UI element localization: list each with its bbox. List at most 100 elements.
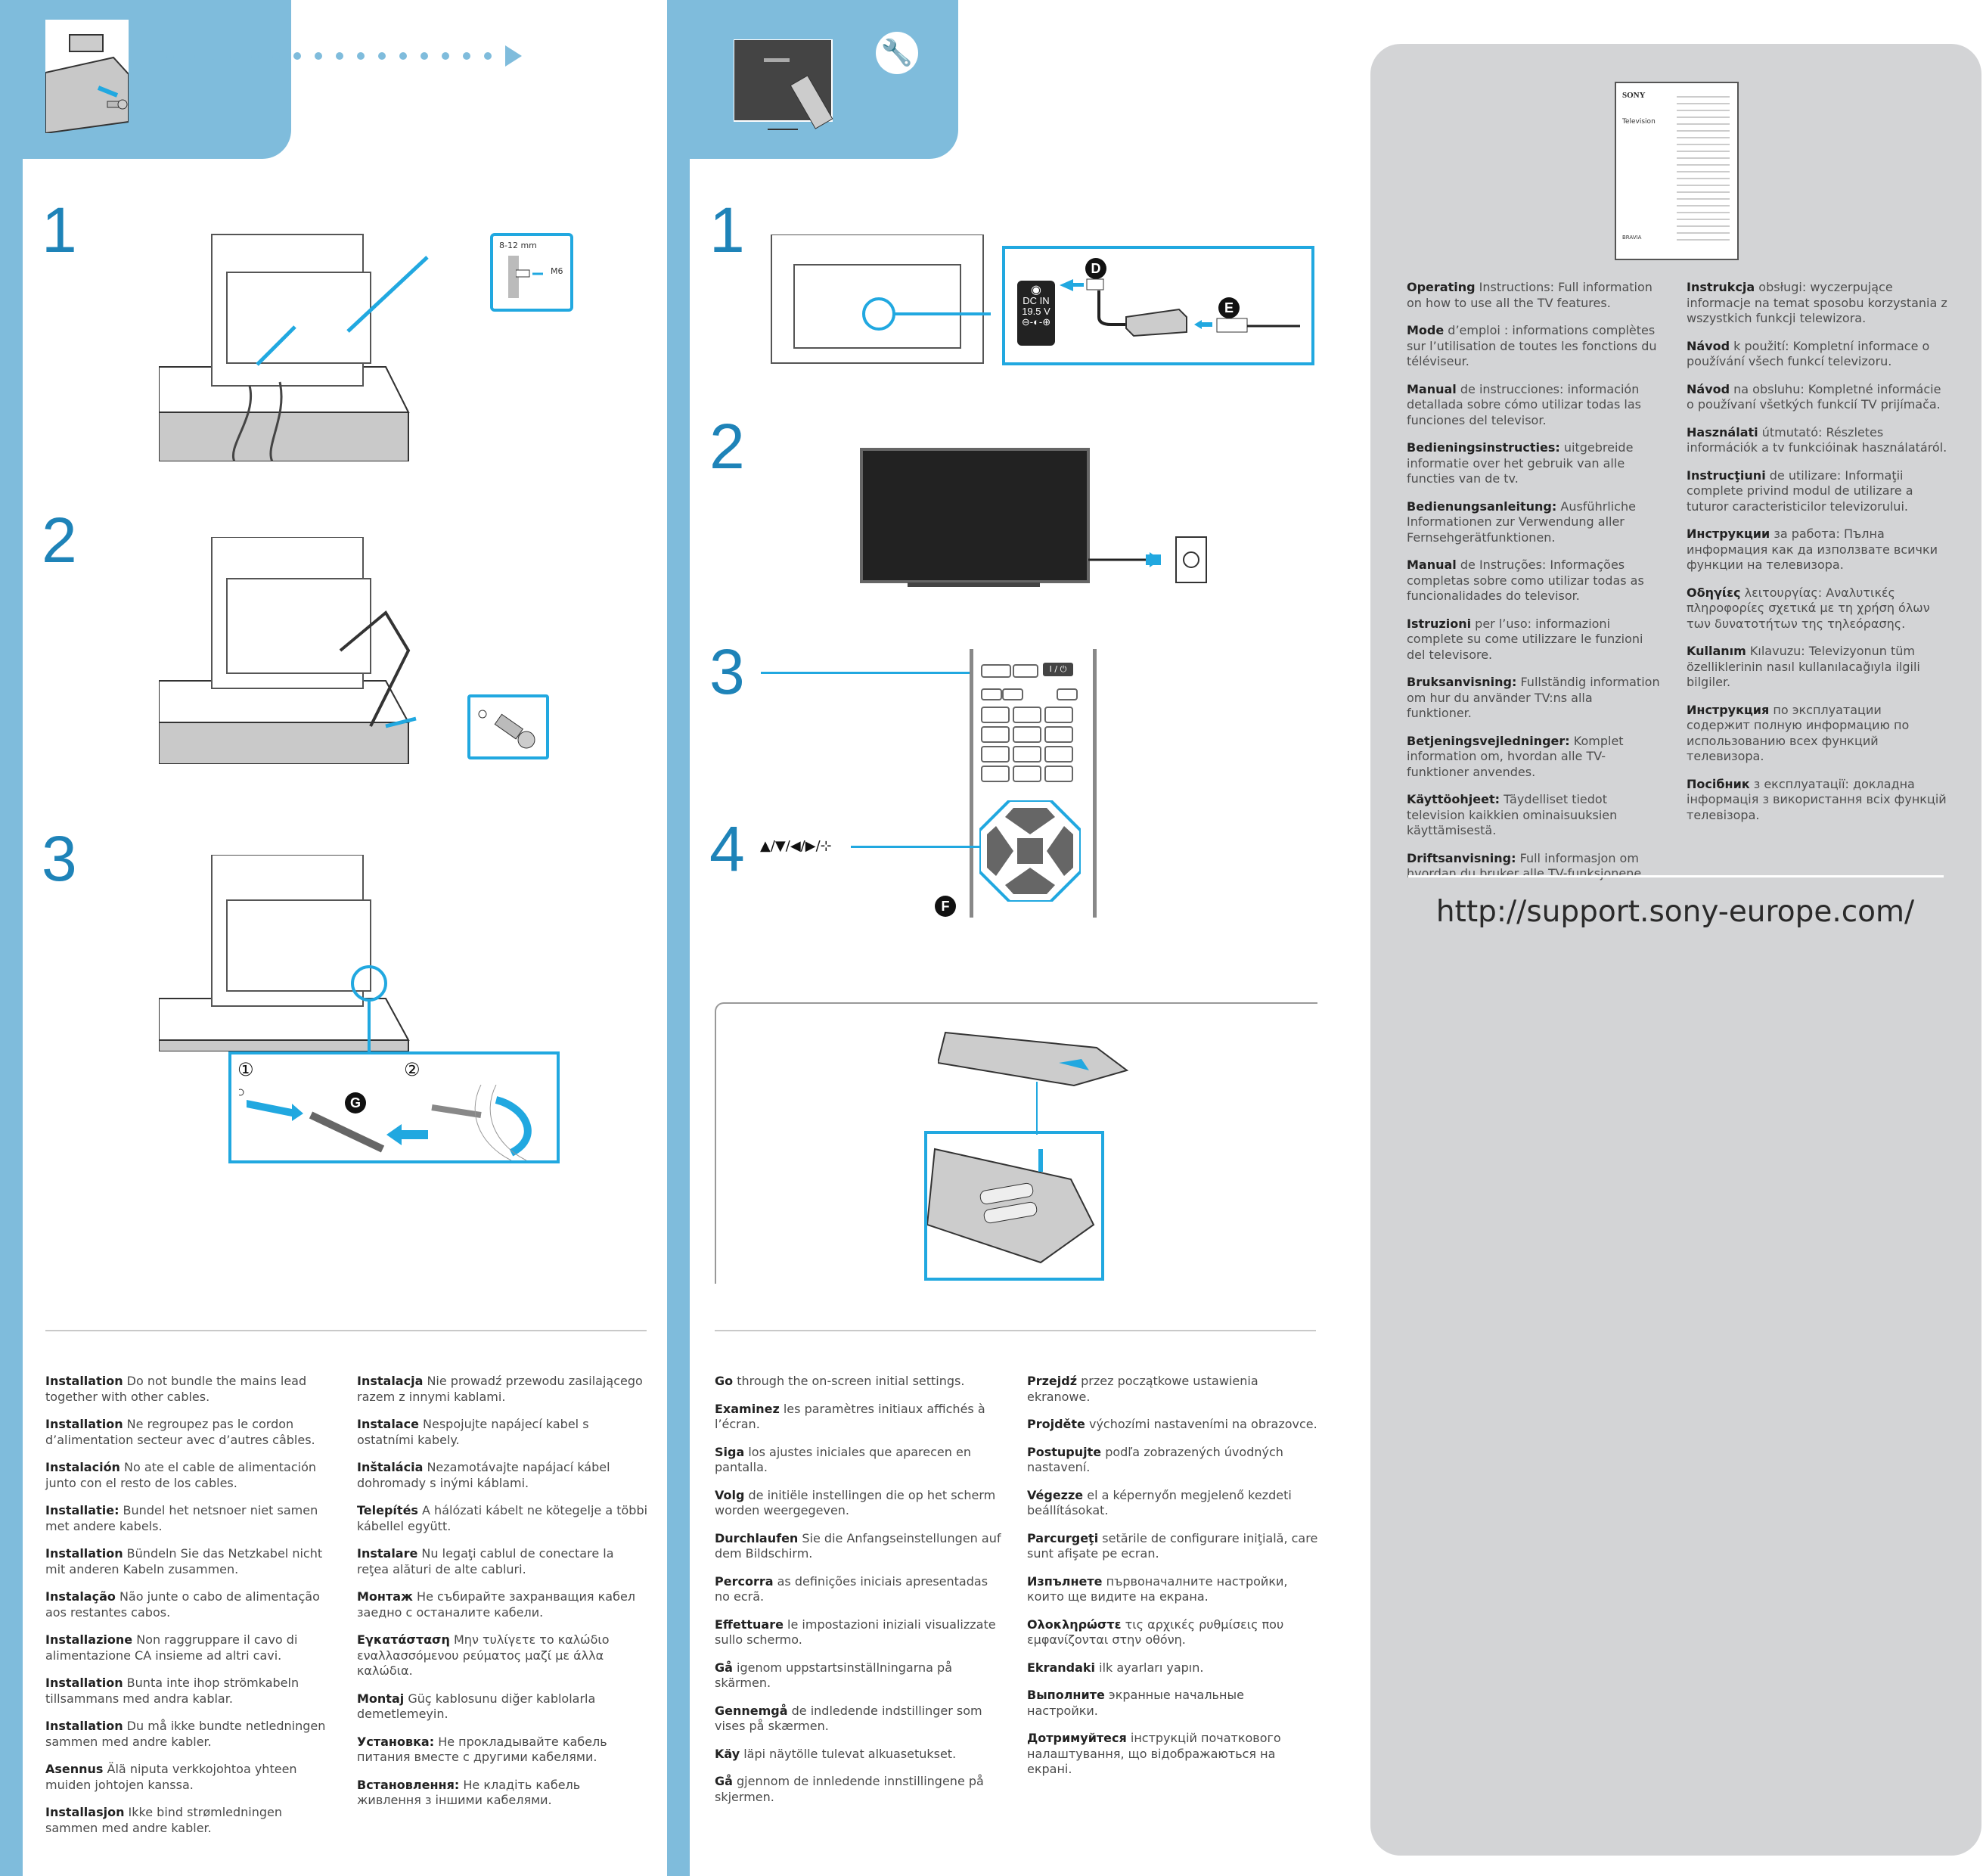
note-text: Bunta inte ihop strömkabeln tillsammans … [45,1676,299,1706]
remote-button [981,707,1010,723]
note-paragraph: Installation Du må ikke bundte netlednin… [45,1719,337,1750]
note-text: les paramètres initiaux affichés à l’écr… [715,1401,985,1432]
note-paragraph: Ολοκληρώστε τις αρχικές ρυθμίσεις που εμ… [1027,1617,1318,1648]
note-text: igenom uppstartsinställningarna på skärm… [715,1660,952,1691]
note-text: інструкцій початкового налаштування, що … [1027,1731,1281,1776]
power-button: I / ⏻ [1043,663,1073,676]
note-heading: Durchlaufen [715,1530,799,1545]
remote-button [1057,688,1078,700]
cable-clip-callout-box: ① ② G [228,1051,560,1163]
note-paragraph: Встановлення: Не кладіть кабель живлення… [357,1778,648,1809]
install-notes-col1: Installation Do not bundle the mains lea… [45,1374,337,1848]
battery-icon [926,1148,1095,1264]
note-paragraph: Használati útmutató: Részletes informáci… [1687,425,1947,456]
note-text: przez początkowe ustawienia ekranowe. [1027,1374,1258,1404]
note-text: de instrucciones: información detallada … [1407,381,1641,427]
note-heading: Inštalácia [357,1460,424,1474]
note-heading: Изпълнете [1027,1573,1103,1589]
step-number: 4 [709,813,745,884]
remote-button [1013,766,1041,782]
note-paragraph: Instalace Nespojujte napájecí kabel s os… [357,1417,648,1448]
dpad-icon [979,800,1081,902]
note-heading: Gå [715,1774,733,1788]
note-paragraph: Návod k použití: Kompletní informace o p… [1687,339,1947,370]
remote-button [981,726,1010,743]
note-paragraph: Instalare Nu legaţi cablul de conectare … [357,1546,648,1577]
note-heading: Installasjon [45,1805,125,1819]
note-heading: Installation [45,1719,123,1733]
note-paragraph: Посібник з експлуатації: докладна інформ… [1687,777,1947,824]
section-divider [45,1330,647,1331]
screw-size-label: M6 [551,266,563,276]
note-heading: Монтаж [357,1589,413,1604]
note-paragraph: Bedieningsinstructies: uitgebreide infor… [1407,440,1660,487]
note-text: výchozími nastaveními na obrazovce. [1085,1417,1317,1431]
note-paragraph: Εγκατάσταση Μην τυλίγετε το καλώδιο εναλ… [357,1632,648,1679]
note-heading: Installation [45,1374,123,1388]
battery-section-frame [715,1002,1317,1284]
screw-icon [478,710,535,749]
note-text: Nu legaţi cablul de conectare la reţea a… [357,1546,614,1576]
note-text: Nespojujte napájecí kabel s ostatními ka… [357,1417,589,1447]
note-heading: Percorra [715,1573,774,1589]
note-heading: Instalacja [357,1374,424,1388]
note-heading: Installation [45,1417,123,1431]
part-label-f: F [935,896,956,917]
note-text: through the on-screen initial settings. [733,1374,965,1388]
note-text: Não junte o cabo de alimentação aos rest… [45,1589,320,1620]
note-text: Instructions: Full information on how to… [1407,280,1652,310]
note-paragraph: Ekrandaki ilk ayarları yapın. [1027,1660,1318,1676]
note-text: з експлуатації: докладна інформація з ви… [1687,776,1947,822]
remote-button [1013,746,1041,763]
note-heading: Go [715,1374,734,1388]
note-heading: Használati [1687,424,1758,439]
note-paragraph: Выполните экранные начальные настройки. [1027,1688,1318,1719]
remote-button [1044,746,1073,763]
booklet-title: Television [1622,118,1656,126]
note-text: podľa zobrazených úvodných nastavení. [1027,1444,1283,1475]
note-text: el a képernyőn megjelenő kezdeti beállít… [1027,1487,1292,1518]
note-text: de utilizare: Informaţii complete privin… [1687,467,1913,514]
note-paragraph: Gå gjennom de innledende innstillingene … [715,1774,1006,1805]
note-text: läpi näytölle tulevat alkuasetukset. [740,1746,957,1761]
remote-button [1013,707,1041,723]
note-heading: Montaj [357,1691,405,1706]
note-paragraph: Gennemgå de indledende indstillinger som… [715,1704,1006,1735]
ac-adapter-illustration [1060,278,1300,337]
note-paragraph: Installation Ne regroupez pas le cordon … [45,1417,337,1448]
booklet-brand: SONY [1622,91,1646,100]
note-paragraph: Дотримуйтеся інструкцій початкового нала… [1027,1731,1318,1778]
note-text: экранные начальные настройки. [1027,1688,1244,1718]
setup-notes-col2: Przejdź przez początkowe ustawienia ekra… [1027,1374,1318,1790]
note-paragraph: Installation Do not bundle the mains lea… [45,1374,337,1405]
note-paragraph: Percorra as definições iniciais apresent… [715,1574,1006,1605]
note-paragraph: Manual de Instruções: Informações comple… [1407,558,1660,604]
progress-dots [166,45,522,67]
note-heading: Käyttöohjeet: [1407,792,1500,806]
note-paragraph: Instalación No ate el cable de alimentac… [45,1460,337,1491]
manual-info-panel [1370,44,1981,1856]
note-heading: Installation [45,1546,123,1561]
note-heading: Kullanım [1687,644,1746,658]
arrow-right-icon [505,45,522,67]
note-heading: Mode [1407,323,1445,337]
step-number: 3 [709,636,745,707]
remote-button [981,766,1010,782]
screw-icon [97,85,128,110]
bracket-shape [508,256,519,298]
note-heading: Установка: [357,1734,435,1749]
note-text: uitgebreide informatie over het gebruik … [1407,440,1634,486]
support-url-link[interactable]: http://support.sony-europe.com/ [1435,895,1915,929]
note-paragraph: Gå igenom uppstartsinställningarna på sk… [715,1660,1006,1691]
note-text: Kılavuzu: Televizyonun tüm özelliklerini… [1687,644,1920,689]
note-text: gjennom de innledende innstillingene på … [715,1774,984,1804]
note-text: le impostazioni iniziali visualizzate su… [715,1617,996,1648]
note-paragraph: Инструкции за работа: Пълна информация к… [1687,526,1947,573]
note-heading: Effettuare [715,1617,784,1632]
note-text: Μην τυλίγετε το καλώδιο εναλλασσόμενου ρ… [357,1632,610,1678]
note-heading: Siga [715,1444,745,1459]
note-paragraph: Käyttöohjeet: Täydelliset tiedot televis… [1407,792,1660,839]
note-text: No ate el cable de alimentación junto co… [45,1460,316,1490]
note-paragraph: Инструкция по эксплуатации содержит полн… [1687,703,1947,765]
polarity-label: ⊖-◐-⊕ [1021,316,1051,328]
